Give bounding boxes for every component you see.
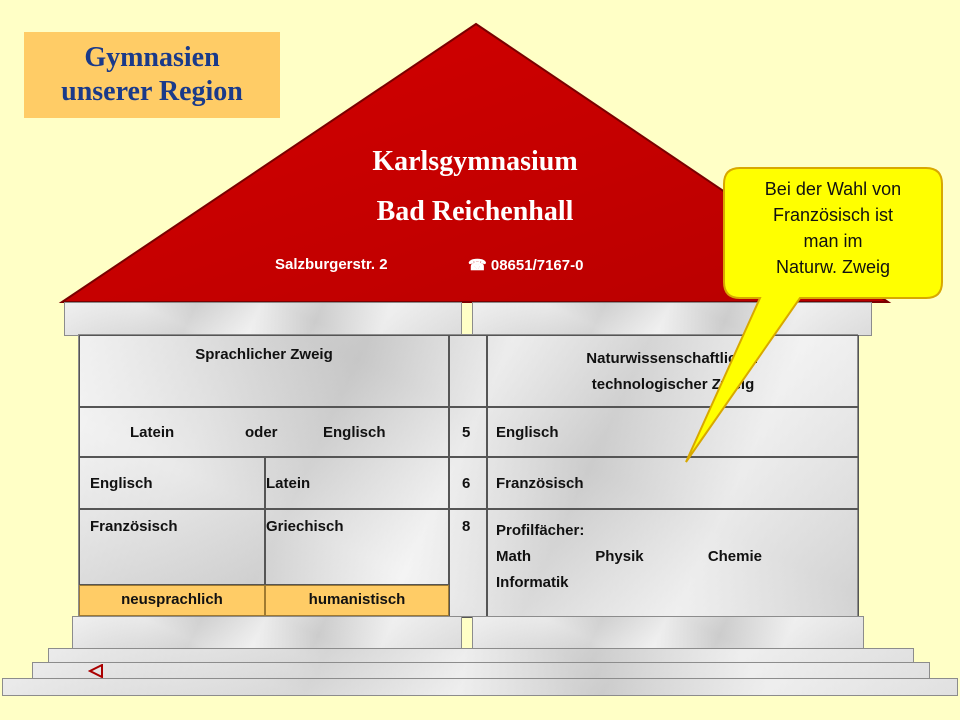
label-neusprachlich: neusprachlich xyxy=(79,585,265,616)
row5-science: Englisch xyxy=(487,407,859,457)
row6-classical: Latein xyxy=(265,457,449,509)
base-left xyxy=(72,616,462,650)
row6-modern: Englisch xyxy=(79,457,265,509)
profile-subjects: Math Physik Chemie xyxy=(496,548,762,565)
row8-classical: Griechisch xyxy=(265,509,449,585)
header-science-branch: Naturwissenschaftlicher technologischer … xyxy=(487,335,859,407)
row5-grade: 5 xyxy=(449,407,487,457)
step-1 xyxy=(48,648,914,664)
back-button[interactable] xyxy=(64,662,128,680)
region-title-line2: unserer Region xyxy=(61,76,243,107)
phone-number: 08651/7167-0 xyxy=(490,257,584,274)
school-name: Karlsgymnasium xyxy=(372,146,578,177)
region-title: Gymnasien unserer Region xyxy=(24,32,280,118)
school-phone: ☎ 08651/7167-0 xyxy=(468,256,583,274)
callout-text: Bei der Wahl von Französisch ist man im … xyxy=(764,179,902,277)
row5-language: Latein oder Englisch xyxy=(79,407,449,457)
row8-modern: Französisch xyxy=(79,509,265,585)
row8-science: Profilfächer: Math Physik Chemie Informa… xyxy=(487,509,859,618)
row6-grade: 6 xyxy=(449,457,487,509)
triangle-left-icon xyxy=(88,664,103,678)
header-grade-gap xyxy=(449,335,487,407)
row8-grade: 8 xyxy=(449,509,487,618)
phone-icon: ☎ xyxy=(468,257,487,274)
row6-science: Französisch xyxy=(487,457,859,509)
step-3 xyxy=(2,678,958,696)
label-humanistisch: humanistisch xyxy=(265,585,449,616)
frieze-left xyxy=(64,302,462,336)
frieze-right xyxy=(472,302,872,336)
step-2 xyxy=(32,662,930,680)
region-title-line1: Gymnasien xyxy=(84,42,220,73)
school-address: Salzburgerstr. 2 xyxy=(275,256,388,273)
school-city: Bad Reichenhall xyxy=(376,196,574,227)
header-language-branch: Sprachlicher Zweig xyxy=(79,335,449,407)
subject-table: Sprachlicher Zweig Naturwissenschaftlich… xyxy=(78,334,859,618)
base-right xyxy=(472,616,864,650)
